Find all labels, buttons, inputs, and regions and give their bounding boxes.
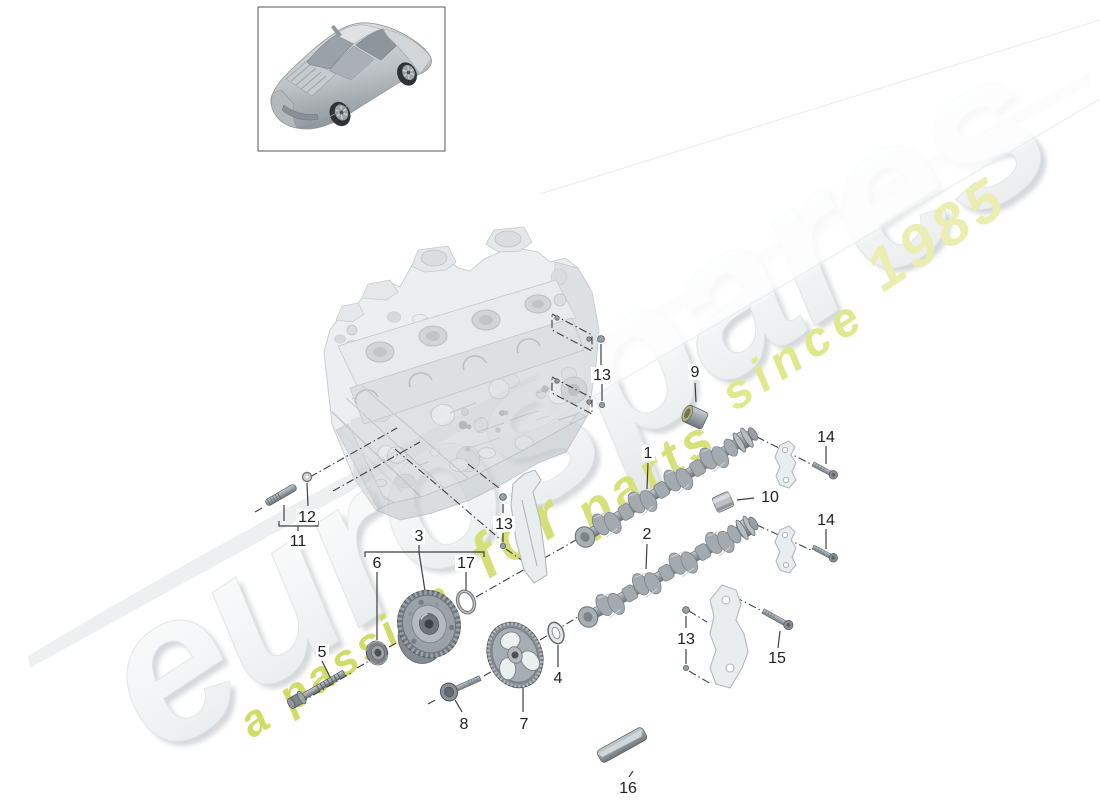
svg-text:11: 11 xyxy=(290,533,307,550)
svg-text:13: 13 xyxy=(677,631,695,648)
svg-text:14: 14 xyxy=(817,512,835,529)
svg-text:2: 2 xyxy=(643,526,652,543)
svg-text:3: 3 xyxy=(415,528,424,545)
svg-text:16: 16 xyxy=(619,780,637,797)
svg-text:10: 10 xyxy=(761,489,779,506)
svg-text:12: 12 xyxy=(298,509,316,526)
svg-text:8: 8 xyxy=(460,716,469,733)
svg-text:14: 14 xyxy=(817,429,835,446)
svg-text:17: 17 xyxy=(457,555,475,572)
svg-text:6: 6 xyxy=(373,555,382,572)
svg-text:15: 15 xyxy=(768,650,786,667)
svg-text:4: 4 xyxy=(554,670,563,687)
svg-text:5: 5 xyxy=(318,644,327,661)
svg-text:7: 7 xyxy=(520,716,529,733)
svg-text:13: 13 xyxy=(593,367,611,384)
svg-text:1: 1 xyxy=(644,445,653,462)
svg-text:13: 13 xyxy=(495,516,513,533)
svg-text:9: 9 xyxy=(691,364,700,381)
